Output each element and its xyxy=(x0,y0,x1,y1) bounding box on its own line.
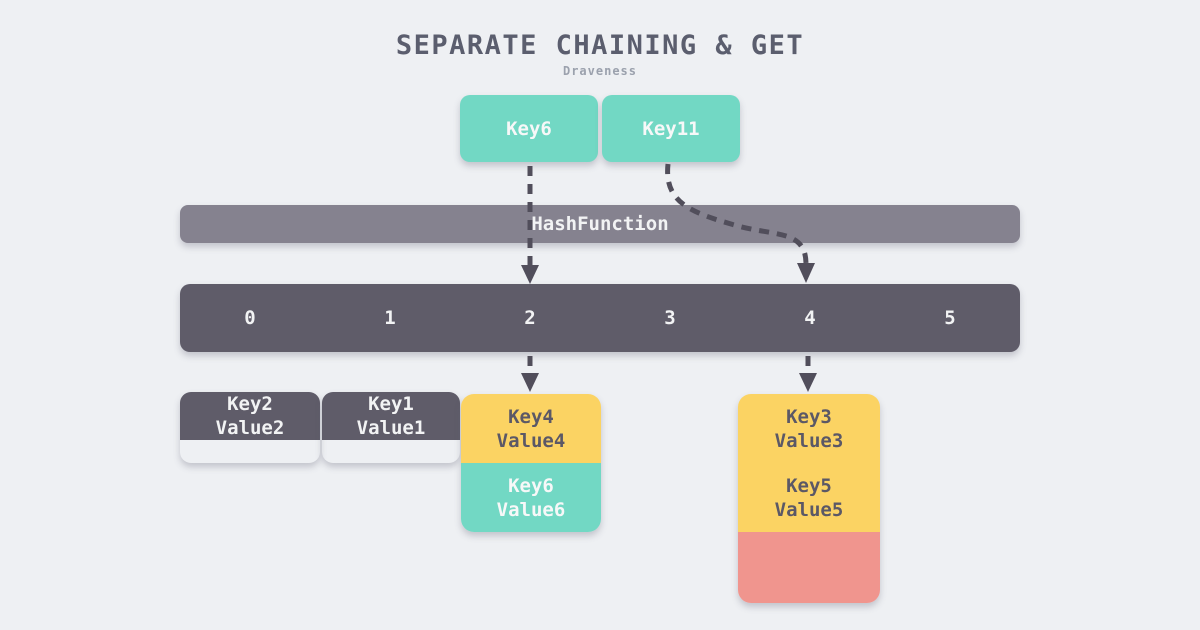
slot-5: 5 xyxy=(944,307,956,329)
arrowhead-slot4-top xyxy=(797,263,815,283)
slot-2: 2 xyxy=(524,307,536,329)
arrowhead-slot2-top xyxy=(521,265,539,284)
entry-key: Key3 xyxy=(786,405,832,428)
bucket-slot-4: Key3 Value3 Key5 Value5 xyxy=(738,394,880,603)
bucket-slot-0: Key2 Value2 xyxy=(180,392,320,463)
entry-key: Key6 xyxy=(508,474,554,497)
entry-key1-value1: Key1 Value1 xyxy=(322,392,460,440)
hash-function-bar: HashFunction xyxy=(180,205,1020,243)
entry-value: Value2 xyxy=(215,417,285,439)
entry-key: Key4 xyxy=(508,405,554,428)
entry-value: Value6 xyxy=(496,498,566,521)
entry-key5-value5: Key5 Value5 xyxy=(738,463,880,532)
entry-key: Key1 xyxy=(368,393,414,415)
key-node-key6: Key6 xyxy=(460,95,598,162)
entry-value: Value1 xyxy=(356,417,426,439)
entry-value: Value5 xyxy=(774,498,844,521)
entry-key2-value2: Key2 Value2 xyxy=(180,392,320,440)
entry-empty-pink xyxy=(738,532,880,603)
arrowhead-bucket2 xyxy=(521,373,539,392)
slot-1: 1 xyxy=(384,307,396,329)
author-watermark: Draveness xyxy=(562,64,638,78)
entry-value: Value3 xyxy=(774,429,844,452)
page-title: SEPARATE CHAINING & GET xyxy=(395,30,805,61)
slot-3: 3 xyxy=(664,307,676,329)
hash-table-slot-bar: 0 1 2 3 4 5 xyxy=(180,284,1020,352)
entry-key: Key2 xyxy=(227,393,273,415)
arrowhead-bucket4 xyxy=(799,373,817,392)
slot-4: 4 xyxy=(804,307,816,329)
key-node-key11: Key11 xyxy=(602,95,740,162)
bucket-slot-2: Key4 Value4 Key6 Value6 xyxy=(461,394,601,532)
entry-key4-value4: Key4 Value4 xyxy=(461,394,601,463)
slot-0: 0 xyxy=(244,307,256,329)
entry-value: Value4 xyxy=(496,429,566,452)
entry-key: Key5 xyxy=(786,474,832,497)
bucket-slot-1: Key1 Value1 xyxy=(322,392,460,463)
entry-key3-value3: Key3 Value3 xyxy=(738,394,880,463)
entry-key6-value6: Key6 Value6 xyxy=(461,463,601,532)
